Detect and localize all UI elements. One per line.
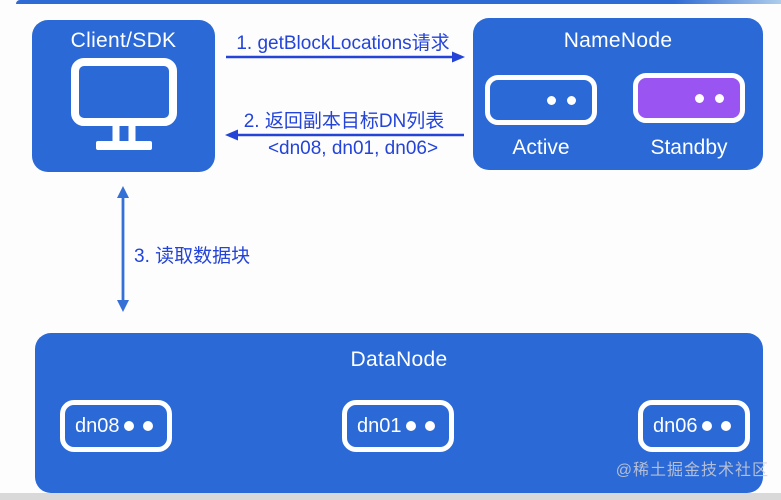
indicator-dot xyxy=(567,95,576,105)
bottom-border-strip xyxy=(0,493,781,500)
indicator-dot xyxy=(695,93,704,103)
top-border-strip xyxy=(16,0,781,4)
step2-sublabel: <dn08, dn01, dn06> xyxy=(267,138,439,159)
indicator-dots xyxy=(124,421,153,431)
step1-label: 1. getBlockLocations请求 xyxy=(236,33,450,54)
dn-label: dn08 xyxy=(75,414,120,437)
step3-label: 3. 读取数据块 xyxy=(134,246,251,267)
active-namenode-box xyxy=(485,75,597,125)
datanode-item-dn06: dn06 xyxy=(638,400,750,452)
indicator-dot xyxy=(143,421,153,431)
indicator-dot xyxy=(425,421,435,431)
datanode-item-dn01: dn01 xyxy=(342,400,454,452)
indicator-dot xyxy=(702,421,712,431)
dn-label: dn01 xyxy=(357,414,402,437)
watermark: @稀土掘金技术社区 xyxy=(615,462,769,479)
indicator-dots xyxy=(406,421,435,431)
arrow-step2-left xyxy=(225,129,464,141)
indicator-dot xyxy=(715,93,724,103)
namenode-node: NameNode Active Standby xyxy=(473,18,763,170)
namenode-title: NameNode xyxy=(563,29,673,52)
indicator-dot xyxy=(124,421,134,431)
dn-label: dn06 xyxy=(653,414,698,437)
indicator-dots xyxy=(702,421,731,431)
arrow-step3-vertical xyxy=(117,186,129,312)
active-label: Active xyxy=(512,136,570,159)
step2-label: 2. 返回副本目标DN列表 xyxy=(243,111,445,132)
indicator-dot xyxy=(547,95,556,105)
datanode-item-dn08: dn08 xyxy=(60,400,172,452)
datanode-title: DataNode xyxy=(350,348,448,371)
standby-label: Standby xyxy=(650,136,728,159)
client-title: Client/SDK xyxy=(70,29,177,52)
standby-namenode-box xyxy=(633,73,745,123)
indicator-dot xyxy=(721,421,731,431)
client-node: Client/SDK xyxy=(32,20,215,172)
arrow-step1-right xyxy=(226,51,465,63)
datanode-node: DataNode dn08 dn01 dn06 xyxy=(35,333,763,493)
monitor-icon xyxy=(70,58,177,150)
indicator-dot xyxy=(406,421,416,431)
